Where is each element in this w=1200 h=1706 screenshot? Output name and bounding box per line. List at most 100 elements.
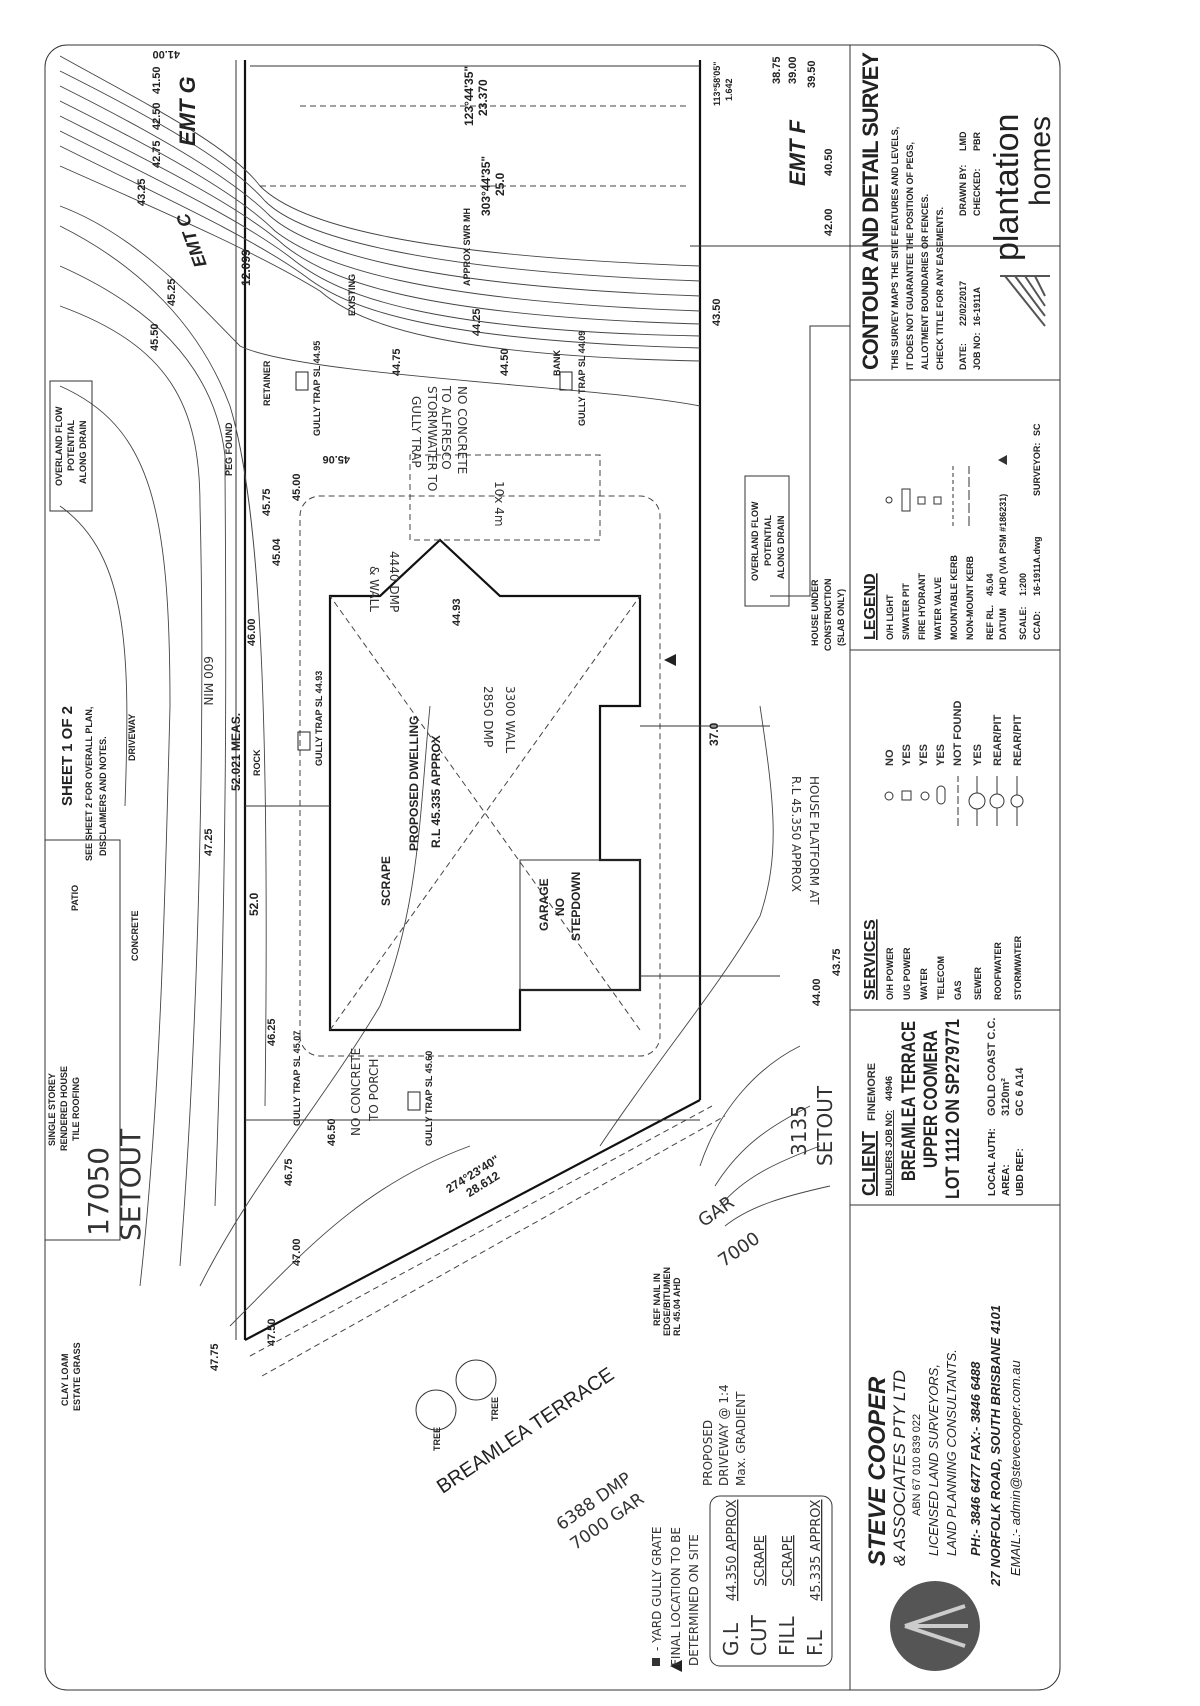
company-email: EMAIL:- admin@stevecooper.com.au (1008, 1360, 1023, 1576)
gully-trap-icon (407, 1091, 421, 1111)
contour-label: 42.00 (823, 208, 835, 236)
service-value: NOT FOUND (952, 701, 964, 766)
company-phone: PH:- 3846 6477 FAX:- 3846 6488 (968, 1361, 983, 1556)
contour-lines (59, 55, 831, 1327)
brand-name: homes (1024, 116, 1057, 206)
drawn-by-label: DRAWN BY: (958, 165, 968, 216)
tree-icon (415, 1389, 457, 1431)
dwelling-rl-label: R.L 45.335 APPROX (429, 735, 443, 848)
ref-mark-icon (664, 654, 676, 666)
overland-flow-box (49, 380, 93, 512)
soil-label: CLAY LOAM (60, 1353, 70, 1406)
garage-label: NO (553, 898, 567, 916)
legend-item: S/WATER PIT (901, 583, 911, 640)
oh-power-symbol-icon (884, 791, 894, 801)
contour-label: 47.50 (266, 1318, 278, 1346)
contour-label: 44.00 (811, 978, 823, 1006)
contour-label: 47.75 (209, 1343, 221, 1371)
contour-label: 44.93 (451, 598, 463, 626)
survey-note: ALLOTMENT BOUNDARIES OR FENCES. (920, 194, 930, 370)
easement-label: EMT C (172, 210, 210, 270)
dwelling-label: PROPOSED DWELLING (407, 716, 421, 851)
ref-nail-label: REF NAIL IN (652, 1273, 662, 1326)
services-title: SERVICES (862, 919, 879, 1000)
ccad-label: CCAD: (1032, 611, 1042, 640)
checked-label: CHECKED: (972, 168, 982, 216)
company-logo (890, 1581, 980, 1671)
setout-dimension: 3135 (787, 1105, 811, 1156)
cut-label: CUT (747, 1614, 771, 1656)
contour-labels: 41.00 41.50 42.50 42.75 43.25 43.50 44.2… (136, 48, 843, 1371)
no-concrete-label: TO PORCH (367, 1059, 381, 1122)
neighbour-house (45, 325, 850, 1241)
ref-nail-label: RL 45.04 AHD (672, 1277, 682, 1336)
ubd-value: GC 6 A14 (1014, 1067, 1026, 1116)
company-sub: & ASSOCIATES PTY LTD (890, 1370, 909, 1566)
contour-label: 46.25 (266, 1018, 278, 1046)
area-label: AREA: (1001, 1164, 1012, 1196)
surveyor-label: SURVEYOR: (1032, 443, 1042, 496)
contour-label: 40.50 (823, 148, 835, 176)
date-label: DATE: (958, 343, 968, 370)
contour-label: 44.75 (391, 348, 403, 376)
contour-label: 46.50 (326, 1118, 338, 1146)
telecom-symbol-icon (936, 785, 946, 805)
contour-label: 45.75 (261, 488, 273, 516)
contour-label: 43.75 (831, 948, 843, 976)
contour-label: 43.50 (711, 298, 723, 326)
sewer-label: APPROX SWR MH (462, 208, 472, 286)
sheet-note: SEE SHEET 2 FOR OVERALL PLAN, (84, 707, 94, 861)
surveyor-value: SC (1032, 423, 1042, 436)
setout-dimension: 17050 (82, 1147, 115, 1236)
client-label: CLIENT (859, 1131, 879, 1196)
scale-value: 1:200 (1018, 573, 1028, 596)
boundary-length: 37.0 (707, 722, 721, 746)
driveway-note: PROPOSED (701, 1420, 715, 1486)
date-value: 22/02/2017 (958, 281, 968, 326)
job-no-label: JOB NO: (972, 332, 982, 370)
easement-label: EMT G (175, 76, 200, 146)
distance-label: 1.642 (724, 78, 734, 101)
bank-label: BANK (552, 350, 562, 376)
driveway-note: DRIVEWAY @ 1:4 (717, 1384, 731, 1486)
gully-trap-label: GULLY TRAP SL 44.93 (314, 671, 324, 766)
levels-box (709, 1495, 833, 1667)
service-label: GAS (953, 980, 963, 1000)
drawn-by-value: LMD (958, 131, 968, 151)
overland-flow-label: ALONG DRAIN (776, 516, 786, 580)
tree-label: TREE (490, 1397, 500, 1421)
survey-note: THIS SURVEY MAPS THE SITE FEATURES AND L… (890, 127, 900, 370)
oh-light-icon (885, 496, 893, 504)
company-abn: ABN 67 010 839 022 (911, 1414, 923, 1516)
legend-item: NON-MOUNT KERB (965, 556, 975, 640)
setout-label: SETOUT (114, 1128, 147, 1241)
peg-found-label: PEG FOUND (224, 422, 234, 476)
datum-value: AHD (VIA PSM #186231) (998, 494, 1008, 596)
contour-label: 42.75 (151, 140, 163, 168)
company-address: 27 NORFOLK ROAD, SOUTH BRISBANE 4101 (988, 1305, 1003, 1587)
rock-label: ROCK (252, 749, 262, 776)
neighbour-house-label: RENDERED HOUSE (59, 1066, 69, 1151)
legend-item: WATER VALVE (933, 577, 943, 640)
gar-label: GAR (694, 1192, 738, 1231)
yard-note: - YARD GULLY GRATE (650, 1527, 664, 1652)
contour-label: 45.50 (149, 323, 161, 351)
sheet-frame (44, 44, 1061, 1691)
stormwater-label: STORMWATER TO (425, 386, 439, 491)
contour-label: 45.04 (271, 538, 283, 566)
contour-label: 39.50 (806, 60, 818, 88)
ug-power-symbol-icon (901, 790, 912, 801)
fl-value: 45.335 APPROX (809, 1499, 824, 1601)
neighbour-house-label: SINGLE STOREY (47, 1073, 57, 1146)
gully-trap-icon (297, 731, 311, 751)
overland-flow-box (744, 475, 790, 607)
gully-trap-label: GULLY TRAP SL 44.95 (312, 341, 322, 436)
gully-trap-label: GULLY TRAP SL 45.60 (424, 1051, 434, 1146)
service-label: WATER (919, 968, 929, 1000)
yard-note: FINAL LOCATION TO BE (669, 1527, 683, 1666)
stormwater-pit-icon (901, 488, 911, 512)
service-label: U/G POWER (902, 947, 912, 1000)
survey-note: IT DOES NOT GUARANTEE THE POSITION OF PE… (905, 142, 915, 370)
brand-name: plantation (988, 114, 1026, 261)
